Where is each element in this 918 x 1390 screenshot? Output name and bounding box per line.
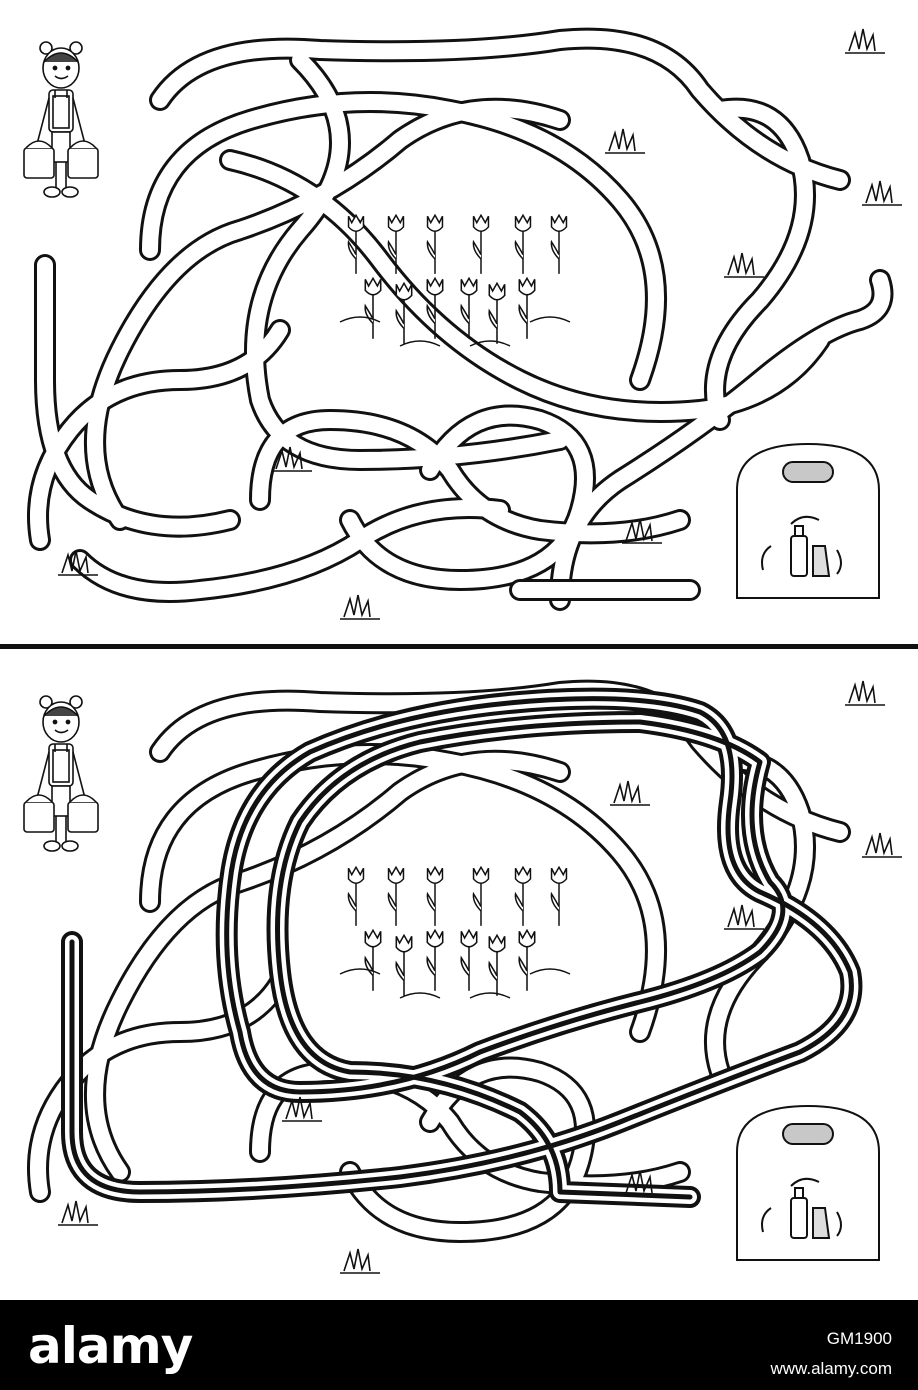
solution-path	[61, 687, 863, 1208]
maze-puzzle-panel	[0, 0, 918, 645]
panel-divider	[0, 644, 918, 649]
recycling-bin-icon	[736, 1105, 880, 1261]
grass-tuft-icon	[605, 128, 645, 154]
grass-tuft-icon	[862, 180, 902, 206]
tulip-bed-icon	[339, 866, 571, 999]
watermark-footer: alamy GM1900 www.alamy.com	[0, 1300, 918, 1390]
grass-tuft-icon	[862, 832, 902, 858]
grass-tuft-icon	[845, 28, 885, 54]
recycling-bin-icon	[736, 443, 880, 599]
image-id: GM1900	[826, 1329, 892, 1348]
maze-solution-panel	[0, 652, 918, 1300]
grass-tuft-icon	[340, 1248, 380, 1274]
grass-tuft-icon	[610, 780, 650, 806]
maze-board	[23, 27, 902, 620]
girl-with-baskets-icon	[23, 695, 99, 852]
maze-tube-paths	[27, 679, 851, 1244]
grass-tuft-icon	[845, 680, 885, 706]
footer-meta: GM1900 www.alamy.com	[770, 1328, 892, 1388]
grass-tuft-icon	[724, 904, 764, 930]
grass-tuft-icon	[340, 594, 380, 620]
grass-tuft-icon	[724, 252, 764, 278]
maze-tube-paths	[27, 27, 894, 611]
grass-tuft-icon	[58, 1200, 98, 1226]
alamy-logo: alamy	[28, 1317, 193, 1375]
maze-board-solved	[23, 679, 902, 1274]
tulip-bed-icon	[339, 214, 571, 347]
girl-with-baskets-icon	[23, 41, 99, 198]
site-url[interactable]: www.alamy.com	[770, 1359, 892, 1378]
